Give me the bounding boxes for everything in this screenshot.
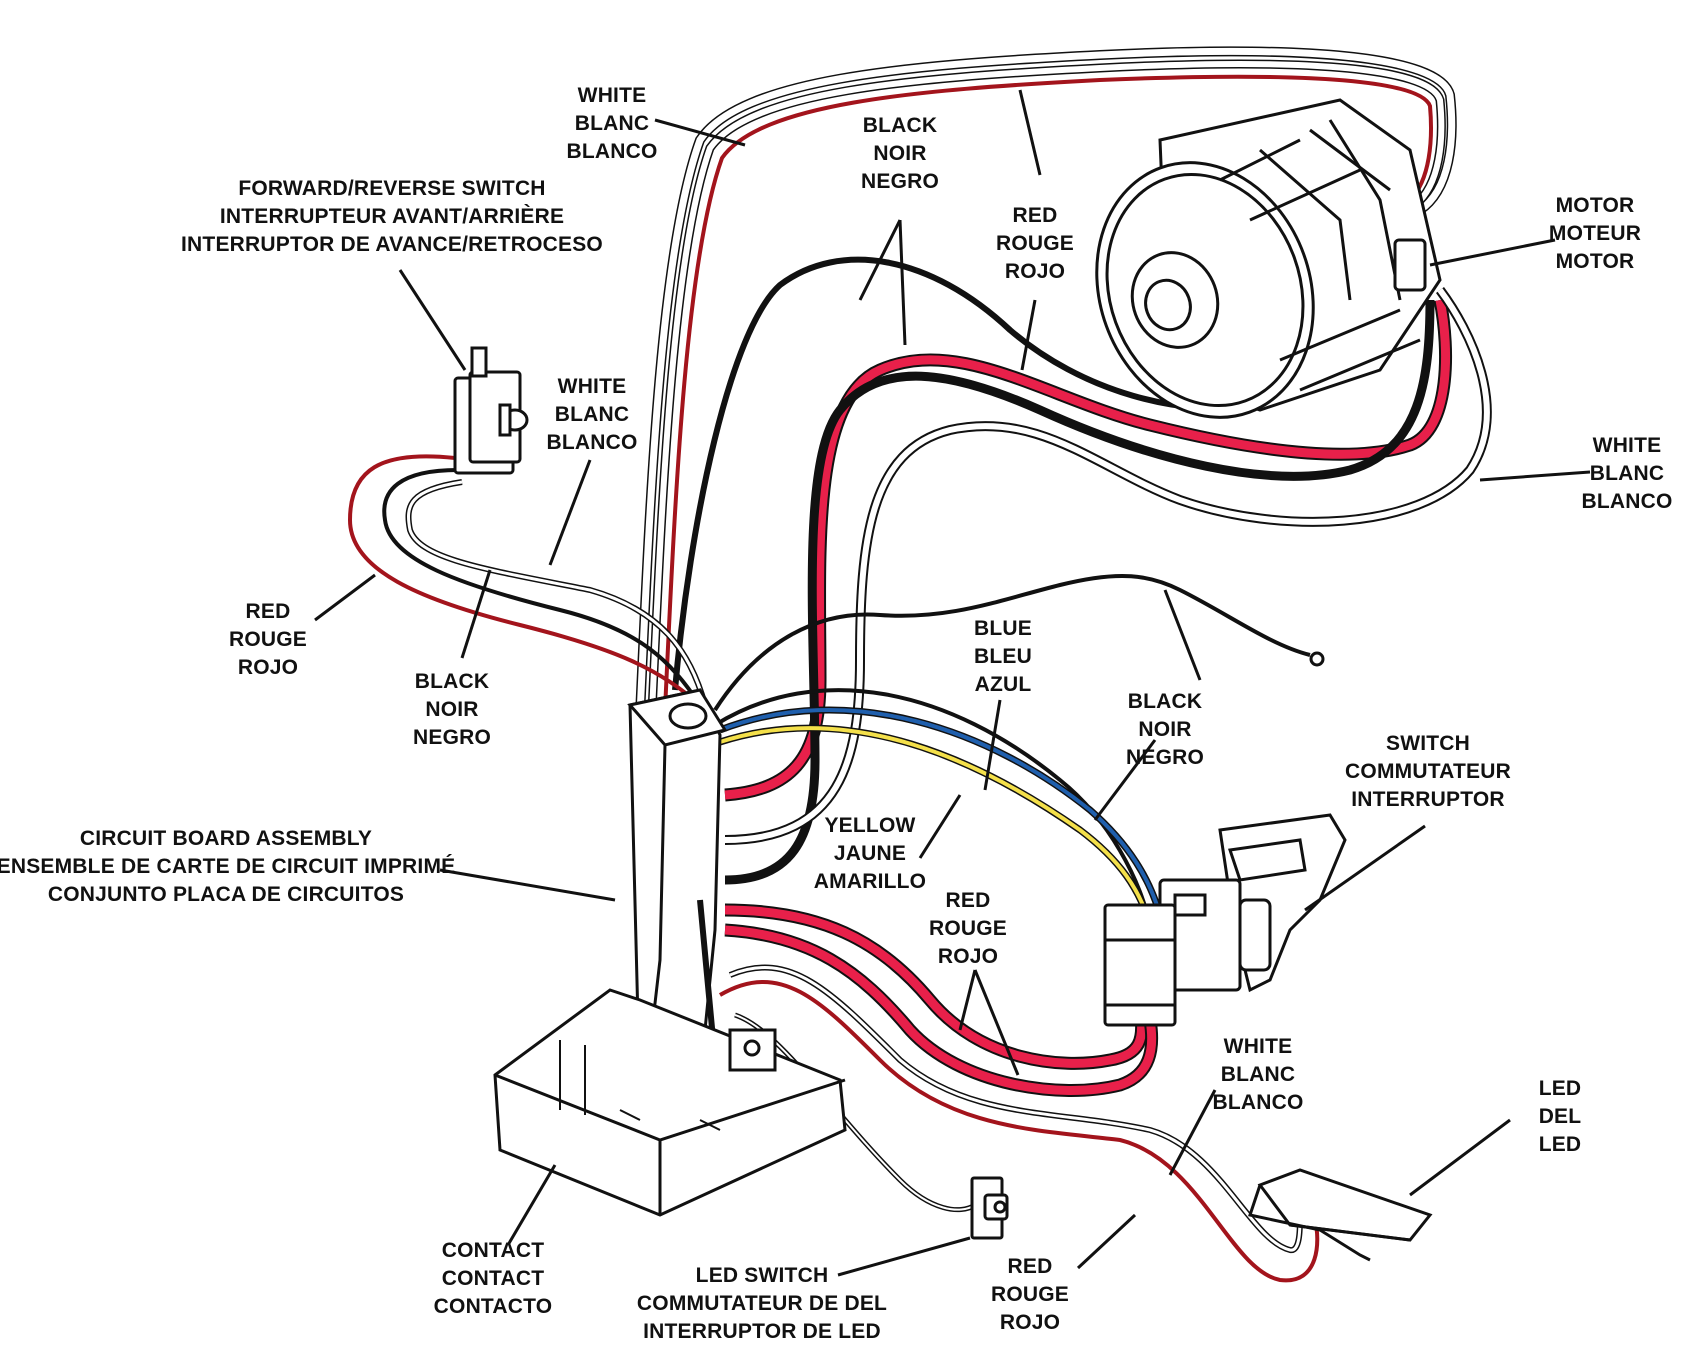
motor bbox=[1095, 98, 1442, 419]
wire-ground-black bbox=[713, 573, 1325, 712]
wire-red-to-switch bbox=[724, 903, 1159, 1097]
trigger-switch bbox=[1103, 813, 1347, 1027]
wire-blue bbox=[718, 706, 1164, 916]
forward-reverse-switch bbox=[453, 346, 529, 475]
wire-red-heavy bbox=[724, 298, 1453, 802]
wire-white-loop bbox=[724, 287, 1492, 845]
wire-yellow bbox=[718, 724, 1154, 926]
led-part bbox=[1248, 1168, 1433, 1262]
wire-led-bundle bbox=[718, 964, 1320, 1283]
wire-fr-switch-bundle bbox=[347, 454, 708, 707]
circuit-board-assembly bbox=[493, 688, 847, 1217]
wire-black-heavy bbox=[724, 299, 1435, 885]
wire-black-thin-switch bbox=[713, 688, 1152, 926]
wire-white-top-bundle bbox=[635, 46, 1457, 716]
led-switch-part bbox=[970, 1176, 1009, 1240]
wire-black-top bbox=[672, 256, 1271, 691]
leader-lines bbox=[314, 89, 1591, 1277]
